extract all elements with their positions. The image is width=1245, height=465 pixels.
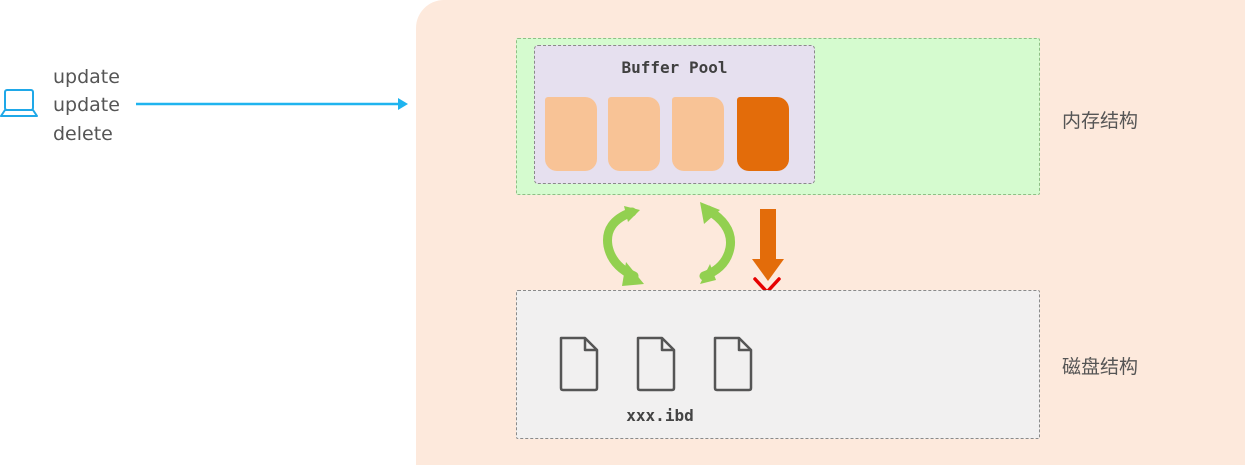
disk-structure (516, 290, 1040, 439)
sync-arrows (596, 200, 746, 290)
laptop-icon (0, 88, 40, 122)
buffer-page-dirty (737, 97, 789, 171)
disk-structure-label: 磁盘结构 (1062, 356, 1139, 378)
file-icon (558, 335, 600, 393)
file-icon (712, 335, 754, 393)
client-command: delete (53, 123, 113, 145)
file-icon (635, 335, 677, 393)
file-label: xxx.ibd (626, 406, 694, 425)
client-command: update (53, 94, 120, 116)
buffer-page-clean (545, 97, 597, 171)
buffer-page-clean (608, 97, 660, 171)
buffer-page-clean (672, 97, 724, 171)
request-arrow (136, 96, 412, 112)
buffer-pool-title: Buffer Pool (621, 58, 728, 77)
memory-structure-label: 内存结构 (1062, 110, 1139, 132)
client-command: update (53, 66, 120, 88)
